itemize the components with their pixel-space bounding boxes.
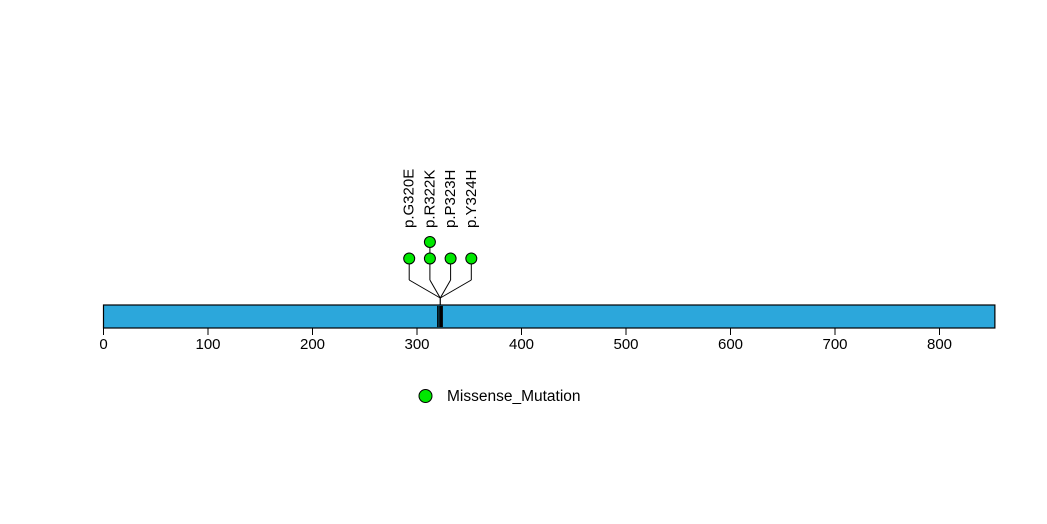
lollipop-stem-diagonal bbox=[440, 279, 472, 299]
lollipop-stems bbox=[408, 242, 472, 305]
axis-tick-label: 0 bbox=[99, 336, 107, 353]
mutation-circle bbox=[444, 252, 457, 265]
lollipop-stem-diagonal bbox=[429, 279, 441, 299]
x-axis: 0 100 200 300 400 500 600 700 800 bbox=[99, 328, 952, 353]
axis-tick-label: 800 bbox=[927, 336, 952, 353]
mutation-circle bbox=[403, 252, 416, 265]
mutation-label: p.Y324H bbox=[463, 170, 480, 228]
mutation-label: p.G320E bbox=[401, 169, 418, 228]
axis-tick-label: 500 bbox=[613, 336, 638, 353]
mutation-label: p.R322K bbox=[421, 170, 438, 228]
mutation-circle bbox=[423, 252, 436, 265]
protein-bar-group bbox=[102, 304, 996, 329]
mutation-circle bbox=[465, 252, 478, 265]
legend-label: Missense_Mutation bbox=[447, 388, 581, 405]
axis-tick-label: 200 bbox=[300, 336, 325, 353]
mutation-circle bbox=[423, 236, 436, 248]
legend-marker bbox=[418, 389, 433, 403]
mutation-circles bbox=[403, 236, 478, 265]
lollipop-stem-diagonal bbox=[439, 279, 452, 299]
mutation-label: p.P323H bbox=[442, 170, 459, 228]
axis-tick-label: 600 bbox=[718, 336, 743, 353]
axis-tick-label: 300 bbox=[404, 336, 429, 353]
protein-bar bbox=[102, 304, 996, 329]
lollipop-stem-diagonal bbox=[408, 279, 441, 299]
axis-tick-label: 700 bbox=[822, 336, 847, 353]
axis-tick-label: 400 bbox=[509, 336, 534, 353]
axis-tick-label: 100 bbox=[195, 336, 220, 353]
legend: Missense_Mutation bbox=[418, 388, 581, 405]
